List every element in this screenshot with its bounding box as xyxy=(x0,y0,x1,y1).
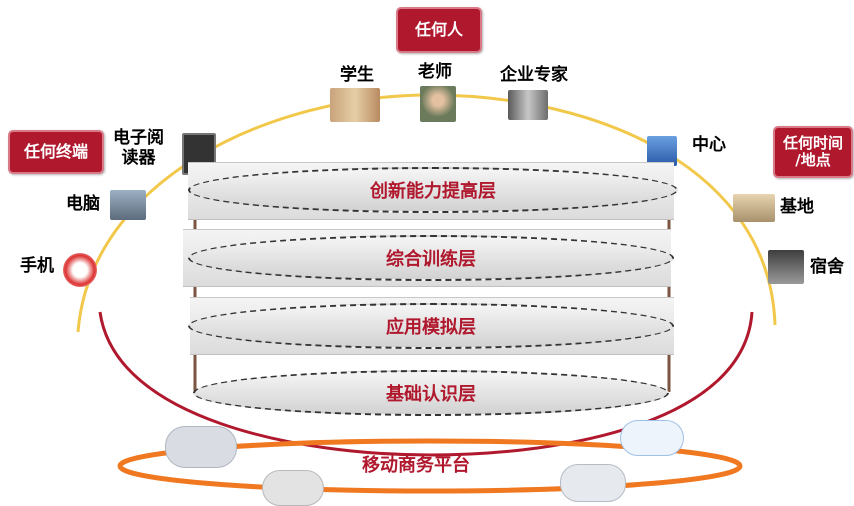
computer-label: 电脑 xyxy=(66,194,100,214)
any-terminal-tag-text: 任何终端 xyxy=(23,141,88,161)
ereader-label-line1: 电子阅 xyxy=(113,128,164,148)
platform-label: 移动商务平台 xyxy=(362,455,470,476)
layer-comprehensive-label: 综合训练层 xyxy=(386,249,476,270)
cloud-device-icon xyxy=(262,470,324,506)
layer-simulation-label: 应用模拟层 xyxy=(386,317,476,338)
teacher-label: 老师 xyxy=(418,62,452,82)
platform-ring xyxy=(117,438,743,494)
expert-label: 企业专家 xyxy=(500,65,568,85)
anyone-tag: 任何人 xyxy=(396,7,482,53)
dorm-icon xyxy=(768,250,804,284)
base-label: 基地 xyxy=(780,197,814,217)
anyone-tag-text: 任何人 xyxy=(414,19,463,39)
layer-innovation: 创新能力提高层 xyxy=(188,167,678,213)
student-label: 学生 xyxy=(340,65,374,85)
student-photo xyxy=(330,88,380,122)
layer-innovation-label: 创新能力提高层 xyxy=(370,181,496,202)
cloud-antenna-icon xyxy=(620,420,684,456)
any-terminal-tag: 任何终端 xyxy=(8,130,104,174)
any-time-text: 任何时间 xyxy=(782,133,843,152)
any-time-place-tag: 任何时间 /地点 xyxy=(773,126,853,178)
phone-label: 手机 xyxy=(20,256,54,276)
center-icon xyxy=(647,136,677,166)
layer-simulation: 应用模拟层 xyxy=(188,303,674,349)
layer-foundation-label: 基础认识层 xyxy=(386,384,476,405)
ereader-label-line2: 读器 xyxy=(121,147,156,168)
dorm-label: 宿舍 xyxy=(810,257,844,277)
any-place-text: /地点 xyxy=(795,151,831,169)
phone-icon xyxy=(63,253,97,287)
cloud-screen-icon xyxy=(560,464,626,502)
base-icon xyxy=(733,194,775,222)
cloud-server-icon xyxy=(165,426,237,468)
center-label: 中心 xyxy=(692,135,726,155)
layer-bowl xyxy=(98,311,754,457)
ereader-label: 电子阅 读器 xyxy=(113,128,164,168)
teacher-photo xyxy=(420,86,456,122)
layer-foundation: 基础认识层 xyxy=(193,370,669,416)
expert-photo xyxy=(508,90,548,120)
layer-comprehensive: 综合训练层 xyxy=(188,235,674,281)
computer-icon xyxy=(110,190,146,220)
